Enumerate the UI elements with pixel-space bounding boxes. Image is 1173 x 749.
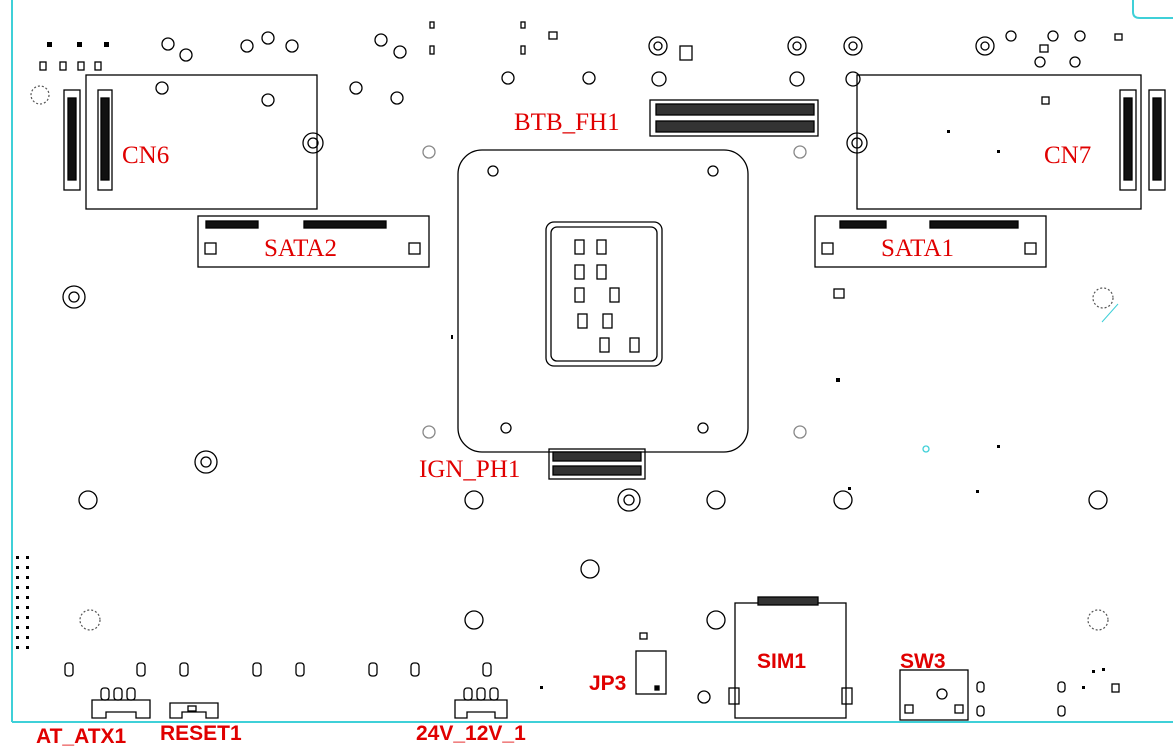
left-edge-pins bbox=[16, 556, 29, 649]
board-outline bbox=[11, 0, 1173, 723]
v24-12v-1-connector bbox=[454, 687, 508, 719]
label-jp3: JP3 bbox=[589, 672, 626, 695]
label-reset1: RESET1 bbox=[160, 722, 242, 745]
label-sata2: SATA2 bbox=[264, 235, 337, 262]
label-cn7: CN7 bbox=[1044, 142, 1091, 169]
cn6-connector bbox=[63, 74, 324, 210]
label-cn6: CN6 bbox=[122, 142, 169, 169]
label-btb-fh1: BTB_FH1 bbox=[514, 109, 620, 136]
small-dots bbox=[47, 42, 1105, 689]
jp3-jumper bbox=[635, 632, 667, 695]
top-io-components bbox=[39, 21, 1123, 299]
via-clusters bbox=[30, 85, 1114, 631]
bottom-pads bbox=[64, 662, 1120, 717]
mounting-holes bbox=[62, 145, 1108, 704]
label-ign-ph1: IGN_PH1 bbox=[419, 456, 520, 483]
label-sw3: SW3 bbox=[900, 650, 946, 673]
cn7-connector bbox=[846, 74, 1166, 210]
sata2-connector bbox=[197, 215, 430, 268]
label-sata1: SATA1 bbox=[881, 235, 954, 262]
label-at-atx1: AT_ATX1 bbox=[36, 725, 127, 748]
cpu-socket bbox=[457, 149, 749, 453]
sw3-switch bbox=[899, 669, 969, 721]
btb-fh1-header bbox=[649, 99, 819, 137]
label-sim1: SIM1 bbox=[757, 650, 806, 673]
ign-ph1-header bbox=[548, 448, 646, 480]
sim1-slot bbox=[728, 596, 853, 719]
reset1-connector bbox=[169, 702, 219, 719]
sata1-connector bbox=[814, 215, 1047, 268]
at-atx1-connector bbox=[91, 687, 151, 719]
label-24v-12v-1: 24V_12V_1 bbox=[416, 722, 526, 745]
